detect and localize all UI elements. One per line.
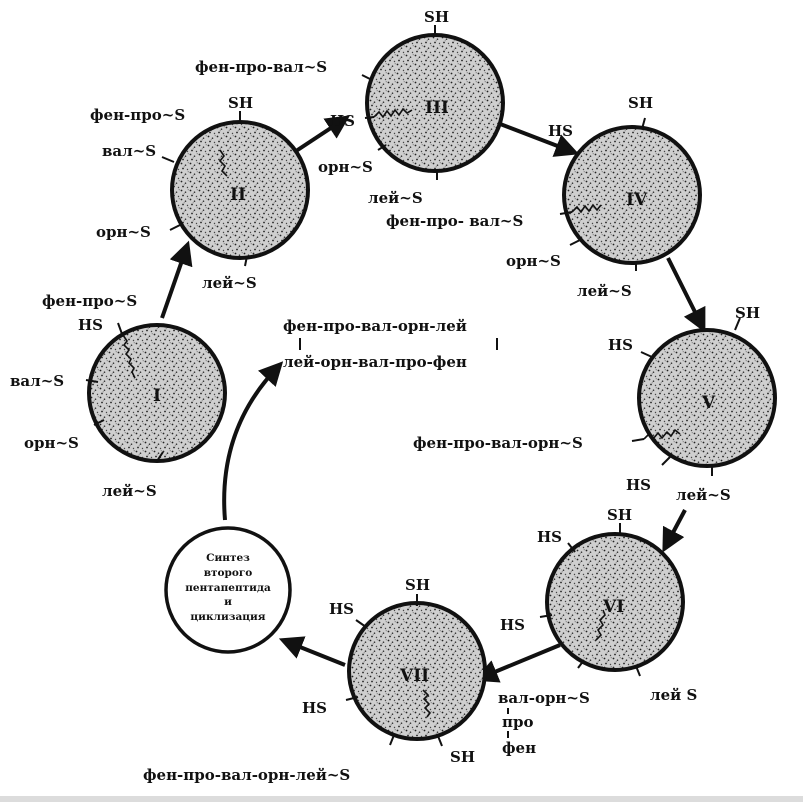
complex-iv-label-sh: SH [628,94,653,112]
product-line-1: фен-про-вал-орн-лей [283,317,467,335]
complex-vi-label-hs-2: HS [500,616,525,634]
complex-v-label-chain: фен-про-вал-орн~S [413,434,583,452]
arrow-iii-to-iv [494,120,580,157]
complex-iii-label-hs: HS [330,112,355,130]
arrow-v-to-vi [662,509,687,553]
complex-iii: III SH фен-про-вал~S HS орн~S лей~S [195,8,505,207]
complex-v-label-hs-2: HS [626,476,651,494]
final-step-line-5: циклизация [190,611,265,623]
arrow-vii-to-final [278,636,346,667]
complex-i-label-2: орн~S [24,434,79,452]
complex-vi-label-sh: SH [607,506,632,524]
complex-vi-label-hs-1: HS [537,528,562,546]
complex-ii-label-3: лей~S [202,274,257,292]
complex-i-label-hs: HS [78,316,103,334]
complex-iv-numeral: IV [626,190,648,210]
final-step-circle [164,526,292,654]
complex-iv-label-hs: HS [548,122,573,140]
arrow-vi-to-vii [473,643,561,683]
complex-vi-label-fen: фен [502,739,536,757]
arrow-ii-to-iii [288,115,351,157]
complex-v-numeral: V [701,393,716,413]
complex-ii-label-sh: SH [228,94,253,112]
complex-i-sphere [89,325,225,461]
complex-ii-sphere [172,122,308,258]
complex-i-label-3: лей~S [102,482,157,500]
complex-iv-sphere [564,127,700,263]
cycle-arrows [160,115,706,683]
bottom-rule [0,796,803,802]
complex-vii: VII SH HS HS SH фен-про-вал-орн-лей~S [143,576,487,784]
complex-ii-label-top: фен-про~S [90,106,185,124]
complex-vi-label-pro: про [502,713,533,731]
complex-vi-label-chain: вал-орн~S [498,689,590,707]
complex-vii-label-sh-2: SH [450,748,475,766]
complex-vii-numeral: VII [399,666,429,686]
final-step-line-1: Синтез [206,552,250,564]
arrow-final-to-product [222,361,284,521]
complex-iii-sphere [367,35,503,171]
complex-i-numeral: I [153,386,161,406]
arrow-i-to-ii [160,240,193,319]
arrow-iv-to-v [666,257,706,333]
complex-iii-label-chain: фен-про-вал~S [195,58,327,76]
complex-v-label-hs-1: HS [608,336,633,354]
final-step-line-2: второго [204,567,253,579]
complex-i: I фен-про~S HS вал~S орн~S лей~S [10,292,227,500]
complex-v-label-lei: лей~S [676,486,731,504]
complex-iii-numeral: III [425,98,449,118]
complex-iii-label-sh: SH [424,8,449,26]
final-step: Синтез второго пентапептида и циклизация [164,526,292,654]
complex-vii-label-hs-2: HS [302,699,327,717]
complex-vi: VI HS SH HS вал-орн~S про фен лей S [498,506,697,757]
complex-iv-label-chain: фен-про- вал~S [386,212,523,230]
complex-iv: IV HS SH фен-про- вал~S орн~S лей~S [386,94,702,300]
product: фен-про-вал-орн-лей лей-орн-вал-про-фен [283,317,498,371]
complex-vii-label-chain: фен-про-вал-орн-лей~S [143,766,350,784]
complex-vi-label-lei: лей S [650,686,697,704]
complex-iv-label-orn: орн~S [506,252,561,270]
complex-ii: II фен-про~S SH вал~S орн~S лей~S [90,94,310,292]
complex-v-label-sh: SH [735,304,760,322]
complex-iv-label-lei: лей~S [577,282,632,300]
complex-vii-label-hs-1: HS [329,600,354,618]
complex-iii-label-orn: орн~S [318,158,373,176]
complex-ii-label-2: орн~S [96,223,151,241]
complex-i-label-top-chain: фен-про~S [42,292,137,310]
final-step-line-4: и [224,596,232,608]
complex-vi-numeral: VI [602,597,624,617]
product-line-2: лей-орн-вал-про-фен [283,353,467,371]
complex-vi-sphere [547,534,683,670]
final-step-line-3: пентапептида [185,582,271,594]
complex-ii-label-1: вал~S [102,142,156,160]
complex-iii-label-lei: лей~S [368,189,423,207]
complex-vii-label-sh-1: SH [405,576,430,594]
complex-vii-sphere [349,603,485,739]
complex-v: V SH HS фен-про-вал-орн~S HS лей~S [413,304,777,504]
complex-ii-numeral: II [230,185,246,205]
complex-i-label-1: вал~S [10,372,64,390]
